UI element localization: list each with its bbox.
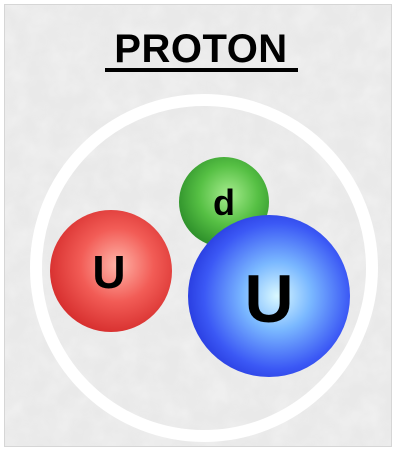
quark-u-blue-label: U [244,261,293,337]
diagram-frame: PROTON d U U [4,4,392,447]
quark-u-red-label: U [92,246,125,298]
quark-d-label: d [213,182,235,223]
quark-u-red: U [50,210,172,332]
diagram-title: PROTON [114,27,287,71]
proton-diagram: PROTON d U U [5,5,392,447]
title-underline [105,68,298,72]
quark-u-blue: U [188,215,350,377]
